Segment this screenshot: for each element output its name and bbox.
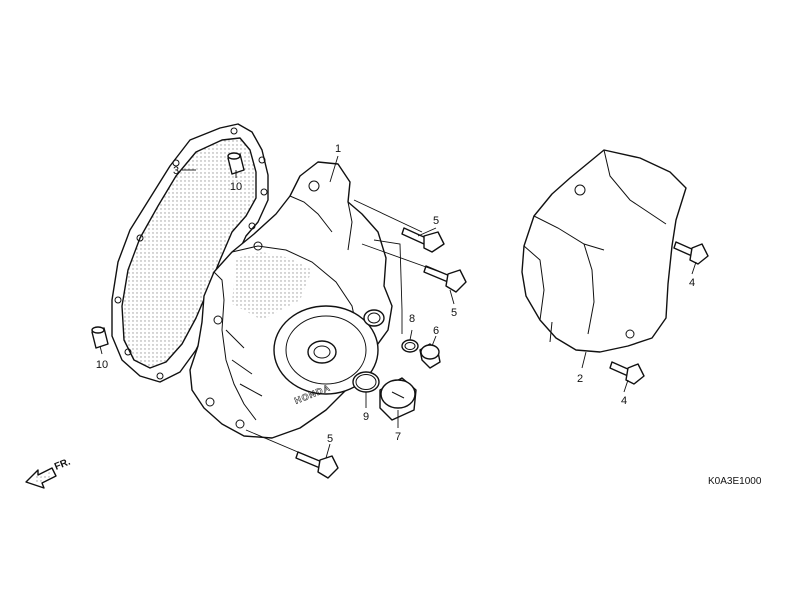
dowel-pin-lower: [91, 326, 109, 349]
oil-filler-cap: [419, 343, 441, 369]
diagram-code: K0A3E1000: [708, 476, 762, 487]
callout-4-upper: 4: [689, 277, 695, 289]
front-indicator-label: FR.: [53, 456, 72, 472]
dowel-pin-upper: [227, 152, 245, 175]
callout-5-lower: 5: [327, 433, 333, 445]
callout-7: 7: [395, 431, 401, 443]
callout-3: 3: [173, 165, 179, 177]
timing-hole-cap: [379, 377, 417, 421]
bolt-lower: [295, 451, 339, 479]
callout-5-middle: 5: [451, 307, 457, 319]
callout-5-upper: 5: [433, 215, 439, 227]
leader-lines: [99, 155, 697, 459]
callout-4-lower: 4: [621, 395, 627, 407]
callout-8: 8: [409, 313, 415, 325]
callout-1: 1: [335, 143, 341, 155]
callout-6: 6: [433, 325, 439, 337]
callout-2: 2: [577, 373, 583, 385]
sprocket-cover: [521, 149, 687, 353]
bolt-middle: [423, 265, 467, 293]
o-ring-small: [401, 339, 419, 353]
sprocket-bolt-lower: [609, 361, 645, 385]
callout-10-lower: 10: [96, 359, 108, 371]
o-ring-large: [352, 371, 380, 393]
gasket: [111, 123, 269, 383]
bolt-upper: [401, 227, 445, 253]
callout-10-upper: 10: [230, 181, 242, 193]
front-arrow-icon: [25, 467, 57, 489]
callout-9: 9: [363, 411, 369, 423]
left-crankcase-cover: [189, 161, 393, 439]
sprocket-bolt-upper: [673, 241, 709, 265]
